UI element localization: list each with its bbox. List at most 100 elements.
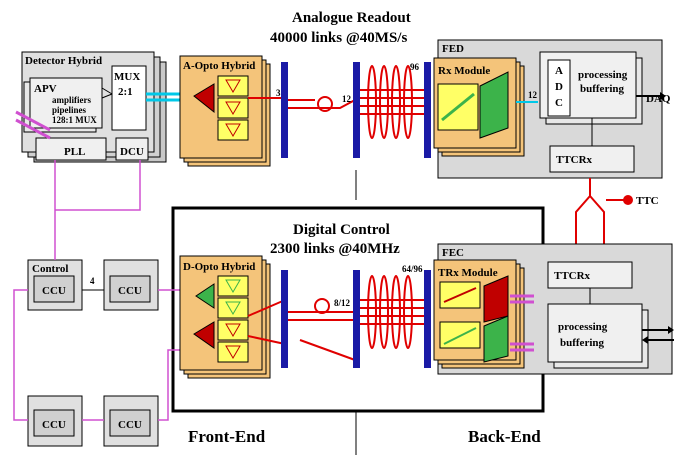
d-opto-title: D-Opto Hybrid — [183, 261, 255, 273]
fec-buffering: buffering — [560, 337, 605, 349]
d-element-4 — [217, 341, 249, 363]
a-driver-triangle-icon — [193, 83, 215, 114]
apv-line-amplifiers: amplifiers — [52, 95, 91, 105]
adc-block — [547, 59, 571, 117]
back-end-label: Back-End — [468, 427, 541, 446]
fec-processing-box — [547, 303, 643, 363]
dcu-box — [115, 137, 149, 161]
mux-label: MUX — [114, 71, 140, 83]
d-laser-1-icon — [225, 323, 241, 337]
fed-buffering: buffering — [580, 83, 625, 95]
fec-label: FEC — [442, 247, 464, 259]
d-photodiode-2-icon — [225, 301, 241, 315]
fed-ttcrx-box — [549, 145, 635, 173]
a-bundle-coil-4 — [403, 65, 413, 139]
d-receiver-triangle-icon — [195, 283, 215, 309]
apv-line-pipelines: pipelines — [52, 105, 87, 115]
trx-rx-line-icon — [443, 327, 477, 345]
a-opto-hybrid: A-Opto Hybrid — [179, 55, 271, 167]
ccu-2-box — [109, 275, 151, 303]
trx-tx-line-icon — [443, 287, 477, 303]
ccu-3-label: CCU — [42, 419, 66, 431]
apv-label: APV — [34, 83, 57, 95]
d-bundle-coil-2 — [379, 275, 389, 349]
a-fibre-loop-icon — [317, 96, 333, 112]
d-element-1 — [217, 275, 249, 297]
d-bundle-coil-4 — [403, 275, 413, 349]
apv-chip — [29, 77, 103, 129]
fec-io-out-arrowhead-icon — [668, 326, 674, 334]
ccu-4-label: CCU — [118, 419, 142, 431]
fec-crate: FEC TRx Module TTCRx processing bufferin… — [433, 243, 674, 375]
pll-box — [35, 137, 107, 161]
a-bundle-coil-3 — [391, 65, 401, 139]
a-patch-panel-1 — [281, 62, 288, 158]
daq-arrowhead-icon — [660, 92, 666, 100]
d-driver-triangle-icon — [193, 321, 215, 349]
ccu-4-box — [109, 409, 151, 437]
rx-module-label: Rx Module — [438, 65, 490, 77]
analogue-subtitle: 40000 links @40MS/s — [270, 30, 407, 46]
a-laser-diode-3-icon — [225, 123, 241, 137]
ring-count: 4 — [90, 276, 95, 286]
ccu-2-label: CCU — [118, 285, 142, 297]
a-patch-panel-2 — [353, 62, 360, 158]
fed-processing: processing — [578, 69, 628, 81]
adc-letter-c: C — [555, 97, 563, 109]
a-patch-panel-3 — [424, 62, 431, 158]
d-patch-panel-3 — [424, 270, 431, 368]
pll-label: PLL — [64, 146, 85, 158]
d-element-3 — [217, 319, 249, 341]
a-fibre-count-12: 12 — [342, 94, 352, 104]
a-fibre-count-3: 3 — [276, 88, 281, 98]
ttc-label: TTC — [636, 195, 659, 207]
apv-mux-link-1 — [101, 87, 113, 95]
d-fibre-3 — [299, 339, 356, 361]
d-element-2 — [217, 297, 249, 319]
a-fibre-bundle — [360, 65, 428, 139]
ttc-fibre-2 — [589, 195, 605, 250]
d-fibre-stub — [247, 299, 286, 345]
ttc-source-icon — [623, 195, 633, 205]
d-photodiode-1-icon — [225, 279, 241, 293]
adc-letter-d: D — [555, 81, 563, 93]
a-bundle-coil-1 — [367, 65, 377, 139]
d-patch-panel-2 — [353, 270, 360, 368]
digital-title: Digital Control — [293, 222, 390, 238]
rx-diode-line-icon — [441, 92, 475, 122]
a-bundle-coil-2 — [379, 65, 389, 139]
detector-hybrid: Detector Hybrid APV amplifiers pipelines… — [15, 51, 167, 163]
control-label: Control — [32, 263, 68, 275]
a-laser-1 — [217, 75, 249, 97]
d-fibre-count-64-96: 64/96 — [402, 264, 423, 274]
apv-mux-link-2 — [101, 93, 113, 99]
magenta-clock-line-2 — [15, 118, 51, 140]
fec-io-in-arrowhead-icon — [642, 336, 648, 344]
fed-crate: FED Rx Module 12 A D C processing buffer… — [433, 39, 671, 179]
ttc-fibre-1 — [575, 178, 591, 250]
d-fibre-loop-icon — [314, 298, 330, 314]
digital-subtitle: 2300 links @40MHz — [270, 241, 400, 257]
ccu-3-box — [33, 409, 75, 437]
a-fibre-2 — [288, 99, 356, 109]
d-bundle-coil-3 — [391, 275, 401, 349]
magenta-clock-line-1 — [15, 110, 51, 132]
d-laser-2-icon — [225, 345, 241, 359]
analogue-title: Analogue Readout — [292, 10, 411, 26]
fed-label: FED — [442, 43, 464, 55]
front-end-label: Front-End — [188, 427, 266, 446]
daq-label: DAQ — [646, 93, 671, 105]
trx-receiver-icon — [483, 315, 509, 363]
d-fibre-bundle — [360, 275, 428, 349]
adc-letter-a: A — [555, 65, 563, 77]
hybrid-title: Detector Hybrid — [25, 55, 102, 67]
d-fibre-count-8-12: 8/12 — [334, 298, 351, 308]
a-opto-title: A-Opto Hybrid — [183, 60, 255, 72]
ring-wire-left — [13, 289, 28, 421]
adc-bus-count: 12 — [528, 90, 538, 100]
trx-module-label: TRx Module — [438, 267, 498, 279]
a-laser-3 — [217, 119, 249, 141]
a-fibre-count-96: 96 — [410, 62, 420, 72]
